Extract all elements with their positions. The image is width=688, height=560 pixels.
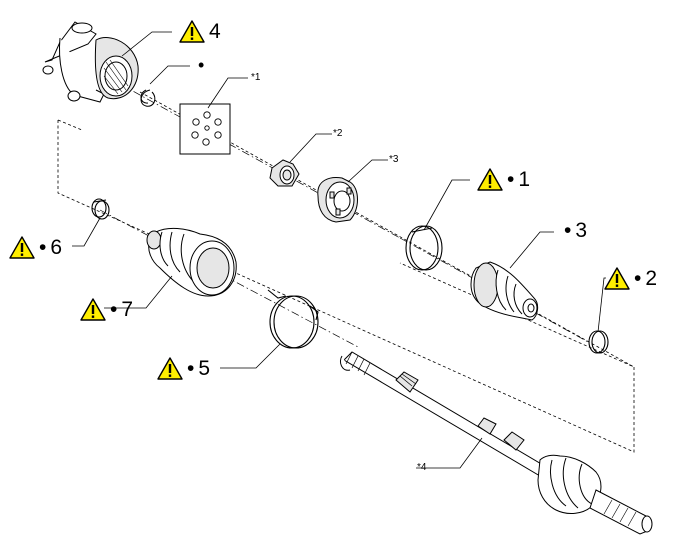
- warning-triangle-icon: [9, 236, 35, 259]
- assembly-outline: [57, 91, 635, 453]
- callout-4-number: 4: [209, 20, 221, 43]
- callout-3: • 3: [564, 220, 587, 241]
- snap-ring-small: [140, 89, 156, 107]
- warning-triangle-icon: [604, 267, 630, 290]
- drive-shaft: [339, 351, 653, 535]
- ref-label-1: *1: [251, 72, 261, 83]
- callout-6: • 6: [9, 236, 62, 259]
- boot-clamp-small-right: [588, 330, 609, 354]
- warning-triangle-icon: [477, 168, 503, 191]
- callout-2-number: 2: [645, 267, 658, 290]
- ref-label-2: *2: [333, 128, 343, 139]
- callout-2-bullet: •: [634, 267, 642, 290]
- roller-set-box: [179, 103, 231, 155]
- boot-clamp-large: [405, 225, 443, 271]
- callout-5-bullet: •: [187, 357, 195, 380]
- callout-5-number: 5: [198, 357, 211, 380]
- callout-7-bullet: •: [110, 298, 118, 321]
- callout-3-number: 3: [575, 219, 588, 242]
- ref-label-4: *4: [417, 462, 427, 473]
- warning-triangle-icon: [179, 20, 205, 43]
- callout-6-bullet: •: [39, 236, 47, 259]
- warning-triangle-icon: [157, 357, 183, 380]
- inboard-boot: [146, 227, 237, 297]
- inner-ring: [269, 159, 300, 187]
- inboard-joint-tulip: [42, 21, 139, 103]
- callout-2: • 2: [604, 267, 657, 290]
- outboard-boot: [470, 261, 539, 321]
- callout-7-number: 7: [121, 298, 134, 321]
- callout-3-bullet: •: [564, 219, 572, 242]
- boot-clamp-small-left: [91, 198, 110, 220]
- leader-lines: [72, 31, 606, 469]
- callout-1-bullet: •: [507, 168, 515, 191]
- callout-6-number: 6: [50, 236, 63, 259]
- snap-ring-bullet: •: [198, 55, 205, 75]
- callout-1: • 1: [477, 168, 530, 191]
- boot-clamp-band: [267, 289, 319, 349]
- warning-triangle-icon: [80, 298, 106, 321]
- callout-7: • 7: [80, 298, 133, 321]
- callout-1-number: 1: [518, 168, 531, 191]
- ref-label-3: *3: [389, 154, 399, 165]
- callout-5: • 5: [157, 357, 210, 380]
- bearing-cage: [317, 177, 358, 223]
- callout-4: 4: [179, 20, 221, 43]
